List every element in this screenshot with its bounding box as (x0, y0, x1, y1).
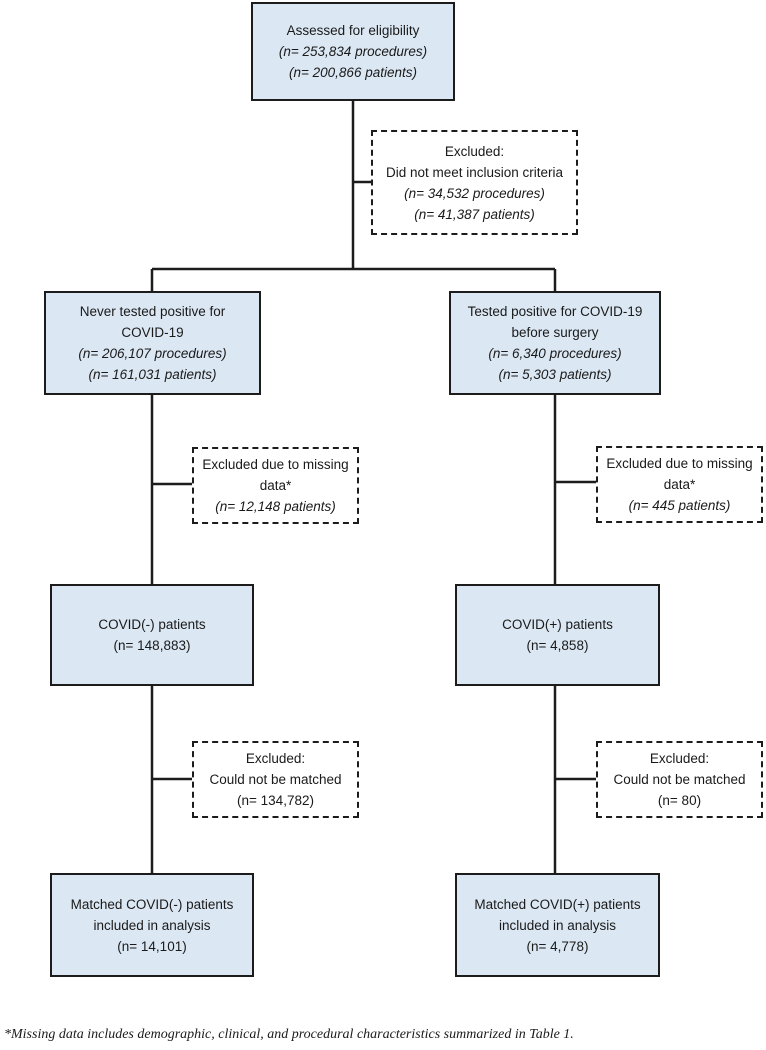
excluded-missing-left-patients: (n= 12,148 patients) (215, 499, 336, 514)
excluded-missing-left-box: Excluded due to missing data* (n= 12,148… (192, 447, 359, 524)
never-positive-box: Never tested positive for COVID-19 (n= 2… (44, 291, 261, 395)
excluded-missing-right-box: Excluded due to missing data* (n= 445 pa… (596, 446, 763, 523)
matched-negative-count: (n= 14,101) (117, 938, 187, 954)
matched-negative-line1: Matched COVID(-) patients (70, 896, 234, 912)
excluded-inclusion-procedures: (n= 34,532 procedures) (404, 185, 545, 201)
tested-positive-procedures: (n= 6,340 procedures) (488, 346, 622, 361)
excluded-inclusion-box: Excluded: Did not meet inclusion criteri… (371, 130, 578, 235)
assessed-title: Assessed for eligibility (286, 23, 420, 38)
tested-positive-box: Tested positive for COVID-19 before surg… (449, 291, 661, 395)
matched-negative-box: Matched COVID(-) patients included in an… (50, 873, 254, 977)
excluded-missing-right-line2: data* (663, 477, 696, 492)
tested-positive-patients: (n= 5,303 patients) (498, 367, 612, 382)
excluded-missing-right-line1: Excluded due to missing (606, 456, 753, 471)
unmatched-right-title: Excluded: (649, 751, 710, 766)
covid-negative-count: (n= 148,883) (113, 638, 191, 653)
assessed-patients: (n= 200,866 patients) (289, 65, 417, 80)
excluded-missing-left-line1: Excluded due to missing (202, 457, 349, 472)
excluded-missing-right-patients: (n= 445 patients) (628, 498, 731, 513)
assessed-procedures: (n= 253,834 procedures) (278, 44, 428, 59)
unmatched-right-count: (n= 80) (657, 793, 702, 808)
matched-negative-line2: included in analysis (93, 917, 211, 933)
excluded-missing-left-line2: data* (259, 478, 292, 493)
covid-negative-title: COVID(-) patients (98, 617, 206, 632)
unmatched-left-box: Excluded: Could not be matched (n= 134,7… (192, 741, 359, 818)
matched-positive-line1: Matched COVID(+) patients (474, 896, 641, 912)
tested-positive-title-2: before surgery (511, 325, 599, 340)
excluded-inclusion-reason: Did not meet inclusion criteria (385, 164, 564, 180)
covid-positive-title: COVID(+) patients (502, 617, 613, 632)
covid-positive-box: COVID(+) patients (n= 4,858) (455, 584, 660, 686)
unmatched-left-reason: Could not be matched (209, 772, 342, 787)
assessed-box: Assessed for eligibility (n= 253,834 pro… (251, 2, 455, 101)
never-positive-title-1: Never tested positive for (79, 304, 226, 319)
matched-positive-box: Matched COVID(+) patients included in an… (455, 873, 660, 977)
unmatched-left-count: (n= 134,782) (237, 793, 314, 808)
unmatched-left-title: Excluded: (245, 751, 306, 766)
never-positive-title-2: COVID-19 (121, 325, 184, 340)
covid-positive-count: (n= 4,858) (526, 638, 589, 653)
unmatched-right-box: Excluded: Could not be matched (n= 80) (596, 741, 763, 818)
footnote: *Missing data includes demographic, clin… (4, 1027, 574, 1042)
tested-positive-title-1: Tested positive for COVID-19 (467, 304, 643, 319)
covid-negative-box: COVID(-) patients (n= 148,883) (50, 584, 254, 686)
never-positive-procedures: (n= 206,107 procedures) (78, 346, 227, 361)
excluded-inclusion-title: Excluded: (444, 143, 505, 159)
never-positive-patients: (n= 161,031 patients) (88, 367, 217, 382)
excluded-inclusion-patients: (n= 41,387 patients) (414, 206, 535, 222)
unmatched-right-reason: Could not be matched (613, 772, 746, 787)
matched-positive-count: (n= 4,778) (526, 938, 589, 954)
matched-positive-line2: included in analysis (498, 917, 617, 933)
